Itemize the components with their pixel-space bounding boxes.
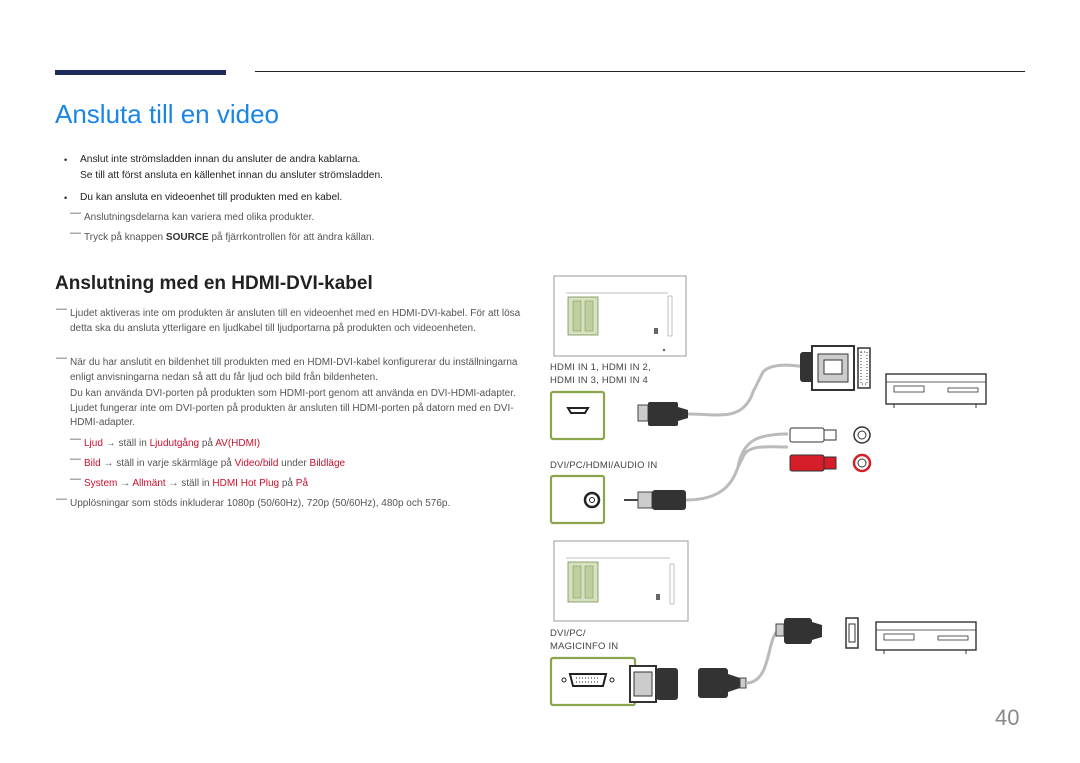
header-rule: [255, 71, 1025, 72]
note-dash-icon: ―: [70, 473, 81, 485]
dvi-plug-image: [629, 665, 678, 703]
dvi-port-label: DVI/PC/ MAGICINFO IN: [550, 628, 619, 652]
audio-port-label: DVI/PC/HDMI/AUDIO IN: [550, 460, 658, 471]
note: ― Ljudet aktiveras inte om produkten är …: [56, 303, 521, 334]
note-dash-icon: ―: [70, 433, 81, 445]
menu-step: ― System → Allmänt → ställ in HDMI Hot P…: [70, 473, 309, 489]
dvi-connection-diagram: [549, 540, 977, 707]
bullet-item: • Du kan ansluta en videoenhet till prod…: [64, 192, 343, 203]
menu-step: ― Ljud → ställ in Ljudutgång på AV(HDMI): [70, 433, 261, 449]
header-accent-bar: [55, 70, 226, 75]
hdmi-port-label: HDMI IN 1, HDMI IN 2, HDMI IN 3, HDMI IN…: [550, 362, 651, 386]
rca-red-plug-image: [789, 453, 872, 473]
note-dash-icon: ―: [70, 227, 81, 239]
hdmi-plug-image: [637, 402, 688, 426]
rca-white-plug-image: [789, 426, 871, 444]
audio-cable-split: [736, 432, 789, 468]
bullet-icon: •: [64, 193, 68, 203]
dvi-port-image: [857, 347, 871, 389]
source-device-image: [885, 373, 987, 408]
bullet-item: • Anslut inte strömsladden innan du ansl…: [64, 154, 361, 165]
bullet-icon: •: [64, 155, 68, 165]
note: ― När du har anslutit en bildenhet till …: [56, 352, 518, 383]
hdmi-plug-image: [775, 618, 822, 644]
page-title: Ansluta till en video: [55, 99, 280, 129]
note-dash-icon: ―: [56, 303, 67, 315]
hdmi-port-callout: [549, 390, 606, 441]
page-number: 40: [995, 705, 1020, 730]
note-dash-icon: ―: [70, 453, 81, 465]
note-continuation: Du kan använda DVI-porten på produkten s…: [70, 388, 516, 429]
note: ― Upplösningar som stöds inkluderar 1080…: [56, 493, 451, 509]
menu-step: ― Bild → ställ in varje skärmläge på Vid…: [70, 453, 346, 469]
hdmi-dvi-cable: [687, 363, 805, 417]
audio-port-callout: [549, 474, 606, 525]
display-back-panel-image: [553, 275, 687, 357]
hdmi-port-icon: [566, 407, 590, 414]
display-back-panel-image: [553, 540, 689, 622]
dvi-plug-image: [800, 345, 855, 391]
hdmi-plug-image: [698, 668, 747, 698]
note: ― Anslutningsdelarna kan variera med oli…: [70, 207, 315, 223]
bullet-item-continuation: Se till att först ansluta en källenhet i…: [80, 170, 383, 181]
dvi-port-icon: [561, 673, 615, 687]
note: ― Tryck på knappen SOURCE på fjärrkontro…: [70, 227, 375, 243]
section-title: Anslutning med en HDMI-DVI-kabel: [55, 273, 373, 294]
dvi-hdmi-cable: [745, 628, 788, 685]
hdmi-port-image: [845, 617, 859, 649]
note-dash-icon: ―: [56, 352, 67, 364]
hdmi-audio-connection-diagram: [549, 275, 987, 525]
audio-minijack-plug-image: [624, 490, 686, 510]
audio-cable: [685, 445, 789, 502]
source-device-image: [875, 621, 977, 654]
note-dash-icon: ―: [56, 493, 67, 505]
audio-jack-icon: [583, 491, 601, 509]
note-dash-icon: ―: [70, 207, 81, 219]
